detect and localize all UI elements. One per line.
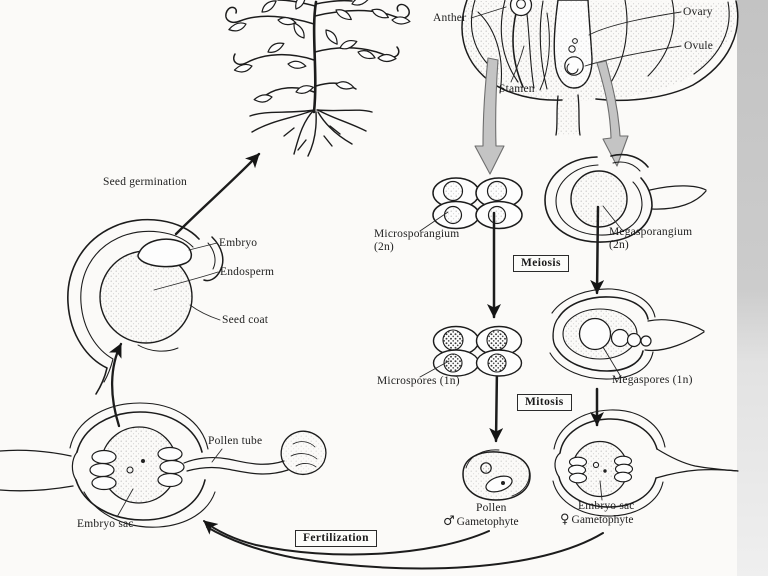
microsporangium-name: Microsporangium [374,228,460,240]
seed-germination-arrow [174,152,261,236]
megasporangium-drawing [544,153,707,243]
embryo-sac-drawing [0,402,216,528]
megasporangium-ploidy: (2n) [609,238,629,251]
mitosis-box: Mitosis [517,394,572,411]
seed-coat-label: Seed coat [222,314,269,326]
meiosis-box: Meiosis [513,255,569,272]
male-gametophyte-text: Gametophyte [456,516,519,528]
pollen-to-fertilization-arrow [203,520,490,556]
embryo-label: Embryo [219,237,258,249]
plant-roots [249,109,373,157]
pollen-tube-label: Pollen tube [208,435,263,447]
female-symbol: ♀ [560,512,570,527]
ovule-drawing [564,56,584,76]
fertilization-box: Fertilization [295,530,377,547]
seed-drawing [67,218,224,395]
ovule-to-megasporangium-arrow [596,60,629,167]
pollen-gametophyte-drawing [462,449,531,501]
male-symbol: ♂ [443,514,455,529]
microsporangium-drawing [419,177,523,232]
microsporangium-ploidy: (2n) [374,240,394,253]
embryo-drawing [137,238,192,268]
embryo-sac-label: Embryo sac [77,518,134,530]
ovule-label: Ovule [684,40,714,52]
embryo-sac-right-label: Embryo sac [578,500,635,512]
microspores-label: Microspores (1n) [377,375,460,387]
ovary-label: Ovary [683,6,713,18]
stamen-drawing [512,12,524,88]
anther-drawing [509,0,533,17]
mature-plant-drawing [225,0,412,157]
megasporangium-to-megaspores-arrow [590,205,605,295]
megaspores-drawing [549,288,705,380]
embryo-sac-to-seed-arrow [108,342,123,428]
fertilization-arrows [203,520,604,570]
microsporangium-label: Microsporangium (2n) [374,228,459,253]
pollen-label: Pollen [476,502,507,514]
endosperm-label: Endosperm [220,266,275,278]
male-gametophyte-label: ♂Gametophyte [443,514,519,529]
female-gametophyte-label: ♀Gametophyte [560,512,633,527]
female-gametophyte-text: Gametophyte [571,514,634,526]
pollen-tube-drawing [183,430,327,476]
megasporangium-label: Megasporangium (2n) [609,226,692,251]
microspores-drawing [419,325,523,378]
stamen-label: Stamen [499,83,535,95]
page-edge-band [737,0,768,576]
megaspores-label: Megaspores (1n) [612,374,693,386]
flower-drawing [461,0,739,136]
anther-to-microsporangium-arrow [474,57,505,175]
microspores-to-pollen-arrow [489,365,504,443]
anther-label: Anther [433,12,467,24]
embryo-sac-to-fertilization-arrow [206,526,604,570]
megasporangium-name: Megasporangium [609,226,693,238]
seed-germination-label: Seed germination [103,176,187,188]
embryo-sac-gametophyte-drawing [552,409,739,517]
